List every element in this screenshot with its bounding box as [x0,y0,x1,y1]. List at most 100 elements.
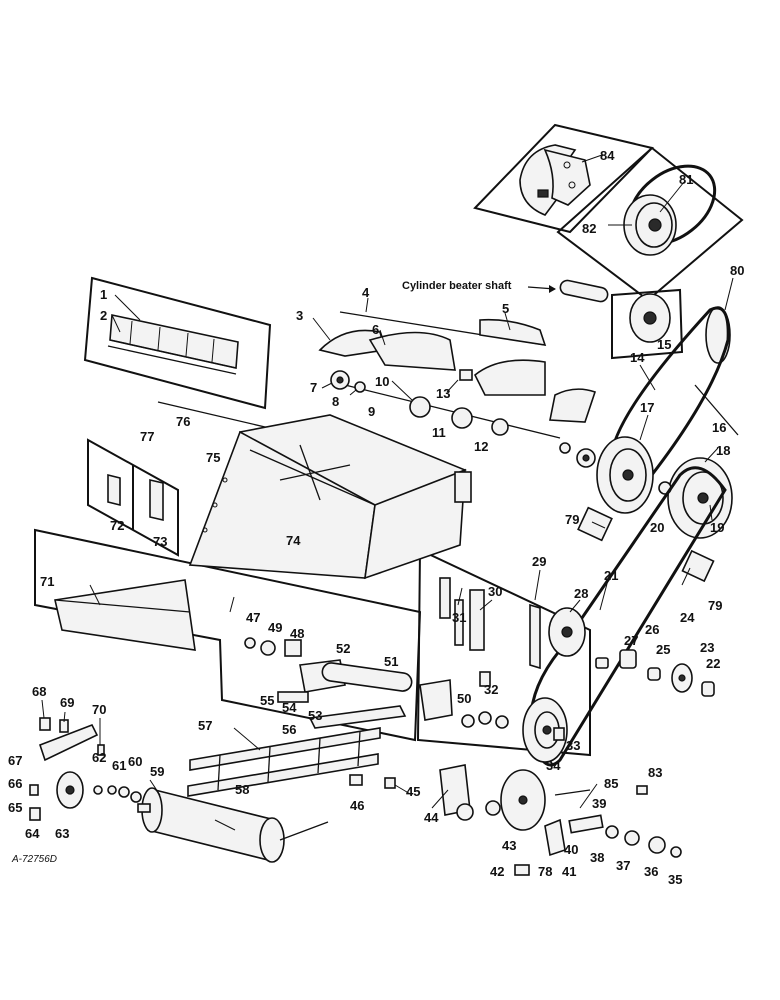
panel-belt-pulley [556,146,744,302]
brake-assembly [519,144,591,216]
callout-5: 5 [502,301,509,316]
callout-10: 10 [375,374,389,389]
callout-44: 44 [424,810,439,825]
callout-28: 28 [574,586,588,601]
callout-40: 40 [564,842,578,857]
lower-right-parts [349,764,682,876]
callout-76: 76 [176,414,190,429]
side-sheets [107,473,164,522]
chain-conveyor [187,727,381,797]
panel-sidesheets [87,438,179,557]
callout-50: 50 [457,691,471,706]
callout-75: 75 [206,450,220,465]
callout-2: 2 [100,308,107,323]
panel-beater-pulley [611,288,684,360]
leader-lines [41,154,734,831]
feeder-drum [137,787,329,863]
callout-13: 13 [436,386,450,401]
callout-18: 18 [716,443,730,458]
callout-21: 21 [604,568,618,583]
small-parts-right [595,649,715,697]
callout-29: 29 [532,554,546,569]
callout-4: 4 [362,285,370,300]
callout-58: 58 [235,782,249,797]
callout-31: 31 [452,610,466,625]
callout-61: 61 [112,758,126,773]
right-drive [577,293,739,583]
callout-51: 51 [384,654,398,669]
callout-30: 30 [488,584,502,599]
callout-48: 48 [290,626,304,641]
callout-71: 71 [40,574,54,589]
callout-70: 70 [92,702,106,717]
callout-39: 39 [592,796,606,811]
callout-1: 1 [100,287,107,302]
callout-62: 62 [92,750,106,765]
callout-73: 73 [153,534,167,549]
callout-16: 16 [712,420,726,435]
figure-code: A-72756D [11,854,57,865]
panel-outlines [34,123,744,757]
callout-83: 83 [648,765,662,780]
callout-72: 72 [110,518,124,533]
caption-beater-shaft: Cylinder beater shaft [402,280,512,292]
callout-34: 34 [546,758,561,773]
callout-22: 22 [706,656,720,671]
callout-11: 11 [432,425,446,440]
small-parts-left [29,717,142,821]
bottom-plate [54,579,196,651]
callout-43: 43 [502,838,516,853]
callout-37: 37 [616,858,630,873]
callout-81: 81 [679,172,693,187]
callout-65: 65 [8,800,22,815]
center-parts [244,637,453,729]
callout-38: 38 [590,850,604,865]
beater-wings [318,311,597,423]
callout-25: 25 [656,642,670,657]
callout-57: 57 [198,718,212,733]
callout-79b: 79 [708,598,722,613]
panel-clutch [416,548,591,757]
callout-20: 20 [650,520,664,535]
callout-27: 27 [624,633,638,648]
grate-panel [107,314,239,375]
callout-8: 8 [332,394,339,409]
callout-49: 49 [268,620,282,635]
callout-46: 46 [350,798,364,813]
callout-56: 56 [282,722,296,737]
callout-67: 67 [8,753,22,768]
callout-19: 19 [710,520,724,535]
callout-79a: 79 [565,512,579,527]
clutch-assembly [439,577,586,763]
callout-12: 12 [474,439,488,454]
callout-84: 84 [600,148,615,163]
callout-26: 26 [645,622,659,637]
callout-45: 45 [406,784,420,799]
callout-42: 42 [490,864,504,879]
callout-33: 33 [566,738,580,753]
beater-shaft [527,279,609,303]
callout-23: 23 [700,640,714,655]
callout-36: 36 [644,864,658,879]
callout-7: 7 [310,380,317,395]
callout-64: 64 [25,826,40,841]
feeder-house [157,401,472,580]
callout-60: 60 [128,754,142,769]
callout-32: 32 [484,682,498,697]
callout-9: 9 [368,404,375,419]
callout-68: 68 [32,684,46,699]
callout-59: 59 [150,764,164,779]
callout-14: 14 [630,350,645,365]
callout-54: 54 [282,700,297,715]
callout-55: 55 [260,693,274,708]
callout-24: 24 [680,610,695,625]
callout-85: 85 [604,776,618,791]
callout-labels: 1 2 3 4 5 6 7 8 9 10 11 12 13 14 15 16 1… [8,148,744,887]
panel-grate [83,276,272,410]
callout-17: 17 [640,400,654,415]
callout-52: 52 [336,641,350,656]
callout-80: 80 [730,263,744,278]
callout-82: 82 [582,221,596,236]
callout-41: 41 [562,864,576,879]
